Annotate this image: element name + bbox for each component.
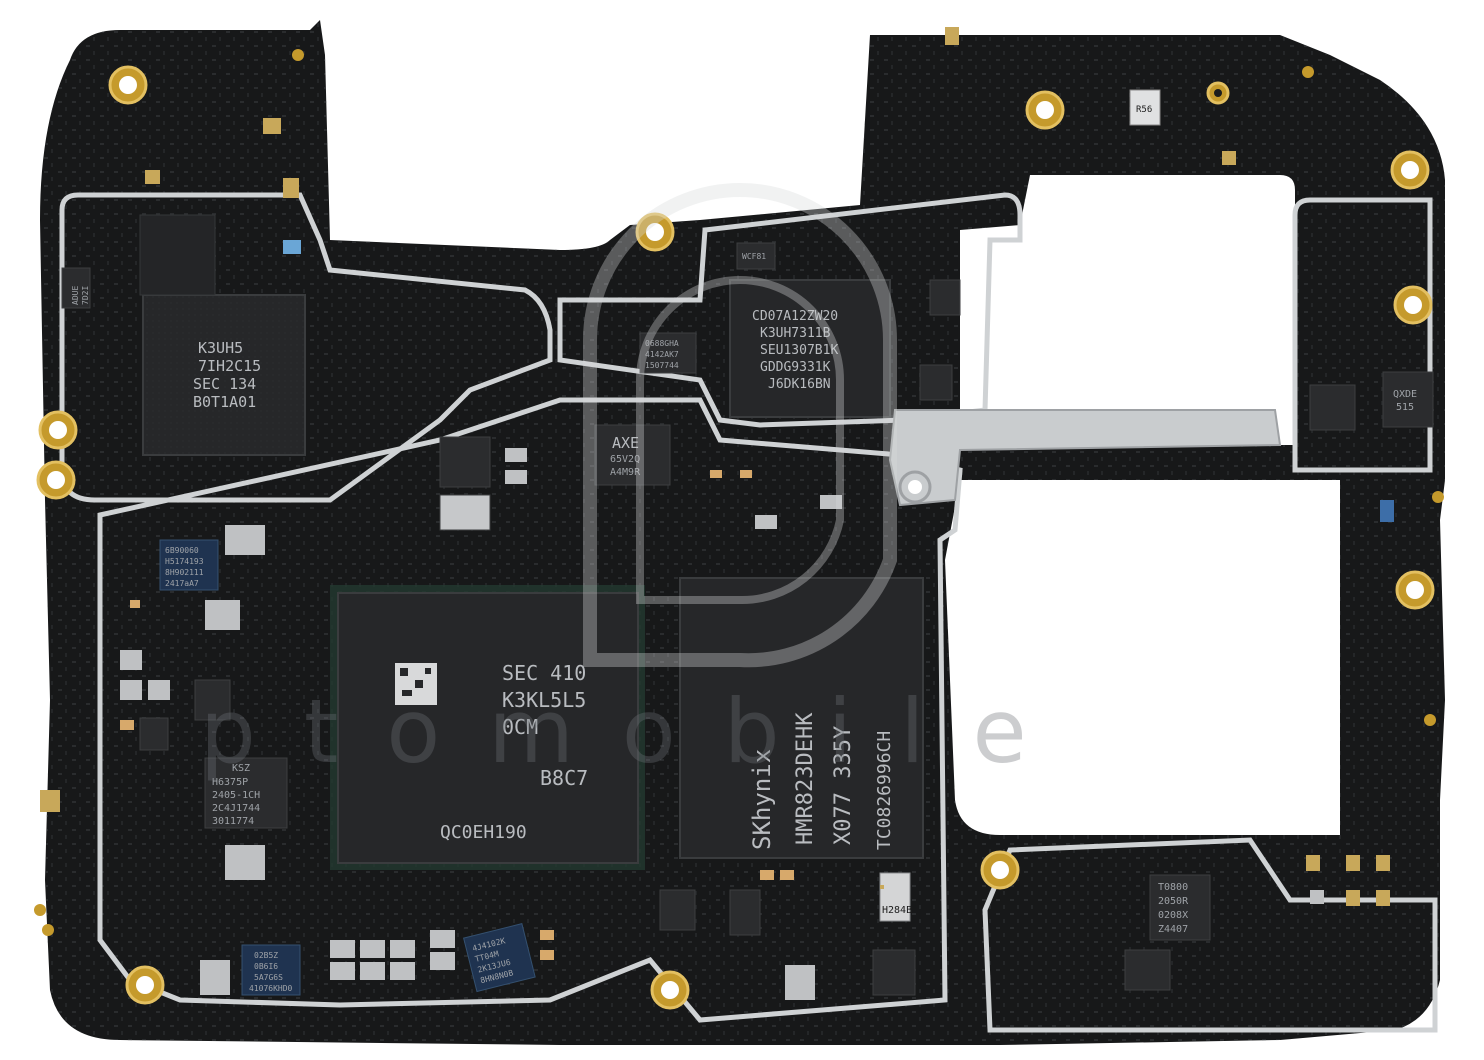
pmic-b-line-4: 2C4J1744 (212, 803, 260, 814)
pmic-f-line-4: Z4407 (1158, 924, 1188, 935)
ufs-left-line-3: SEC 134 (193, 375, 256, 393)
camera-cutout-bottom (945, 480, 1340, 835)
osc-label: H284B (882, 905, 912, 916)
ptomobile-logo-icon (583, 183, 897, 668)
ufs-right-line-2: K3UH7311B (760, 326, 831, 341)
wcf-chip: WCF81 (736, 242, 776, 270)
small-1-line-3: 1507744 (645, 361, 679, 370)
misc-ics (139, 279, 1356, 996)
ufs-left-line-4: B0T1A01 (193, 393, 256, 411)
pmic-a-line-1: AXE (612, 434, 639, 452)
dram-chip: SKhynix HMR823DEHK X077 335Y TC0826996CH (679, 577, 924, 859)
ufs-right-line-5: J6DK16BN (768, 377, 831, 392)
soc-code: QC0EH190 (440, 822, 527, 843)
resistor-block: R56 (1129, 89, 1161, 126)
camera-cutout-top (960, 175, 1295, 445)
mounting-holes (36, 65, 1435, 1010)
pmic-chip-f: T0800 2050R 0208X Z4407 (1149, 874, 1211, 941)
shield-frames (59, 192, 1438, 1033)
pmic-chip-b: KSZ H6375P 2405-1CH 2C4J1744 3011774 (204, 757, 288, 829)
pmic-c-line-2: H5174193 (165, 557, 204, 566)
side-label-line-2: 7D2I (81, 286, 90, 305)
soc-line-3: 0CM (502, 715, 538, 739)
pmic-c-line-3: 8H902111 (165, 568, 204, 577)
dram-line-1: SKhynix (748, 749, 776, 850)
pmic-b-line-3: 2405-1CH (212, 790, 260, 801)
pmic-b-line-2: H6375P (212, 777, 248, 788)
pmic-a-line-3: A4M9R (610, 467, 641, 478)
watermark-text: ptomobile (200, 680, 1075, 783)
pmic-chip-a: AXE 65V2Q A4M9R (594, 424, 671, 486)
small-1-line-2: 4142AK7 (645, 350, 679, 359)
test-pads (34, 49, 1444, 936)
pmic-chip-d: 02B5Z 0B6I6 5A7G6S 41076KHD0 (241, 944, 301, 996)
pmic-c-line-1: 6B90060 (165, 546, 199, 555)
pmic-f-line-1: T0800 (1158, 882, 1188, 893)
watermark: ptomobile (200, 183, 1075, 783)
res-label: R56 (1136, 105, 1152, 115)
ufs-chip-right: CD07A12ZW20 K3UH7311B SEU1307B1K GDDG933… (729, 279, 891, 418)
pmic-d-line-2: 0B6I6 (254, 962, 278, 971)
side-label-line-1: ADUE (71, 286, 80, 305)
dram-line-3: X077 335Y (831, 726, 856, 845)
pmic-a-line-2: 65V2Q (610, 454, 640, 465)
pmic-c-line-4: 2417aA7 (165, 579, 199, 588)
soc-line-1: SEC 410 (502, 661, 586, 685)
pmic-b-line-1: KSZ (232, 763, 250, 774)
small-chip-1: 0688GHA 4142AK7 1507744 (639, 332, 697, 374)
ufs-chip-left: K3UH5 7IH2C15 SEC 134 B0T1A01 (142, 294, 306, 456)
small-2-line-1: QXDE (1393, 389, 1417, 400)
ufs-left-line-2: 7IH2C15 (198, 357, 261, 375)
pmic-f-line-3: 0208X (1158, 910, 1188, 921)
pmic-d-line-4: 41076KHD0 (249, 984, 293, 993)
pmic-d-line-1: 02B5Z (254, 951, 278, 960)
side-label-chip: ADUE 7D2I (61, 267, 91, 309)
passive-components (40, 27, 1394, 1000)
soc-line-4: B8C7 (540, 766, 588, 790)
wcf-label: WCF81 (742, 252, 766, 261)
ufs-right-line-1: CD07A12ZW20 (752, 309, 838, 324)
pmic-chip-e: 4J4102K TT04M 2K13JU6 8HN8N0B (463, 923, 536, 993)
soc-chip: SEC 410 K3KL5L5 0CM B8C7 QC0EH190 (330, 585, 645, 870)
oscillator: H284B (879, 872, 912, 922)
small-chip-2: QXDE 515 (1382, 371, 1434, 428)
pmic-chip-c: 6B90060 H5174193 8H902111 2417aA7 (159, 539, 219, 591)
metal-bracket (888, 409, 1282, 507)
ufs-right-line-3: SEU1307B1K (760, 343, 838, 358)
soc-line-2: K3KL5L5 (502, 688, 586, 712)
ufs-left-line-1: K3UH5 (198, 339, 243, 357)
small-2-line-2: 515 (1396, 402, 1414, 413)
dram-line-2: HMR823DEHK (793, 712, 818, 845)
chip-top-left (139, 214, 216, 296)
ufs-right-line-4: GDDG9331K (760, 360, 831, 375)
pmic-d-line-3: 5A7G6S (254, 973, 283, 982)
pmic-f-line-2: 2050R (1158, 896, 1189, 907)
pmic-b-line-5: 3011774 (212, 816, 254, 827)
dram-line-4: TC0826996CH (874, 731, 895, 850)
small-1-line-1: 0688GHA (645, 339, 679, 348)
